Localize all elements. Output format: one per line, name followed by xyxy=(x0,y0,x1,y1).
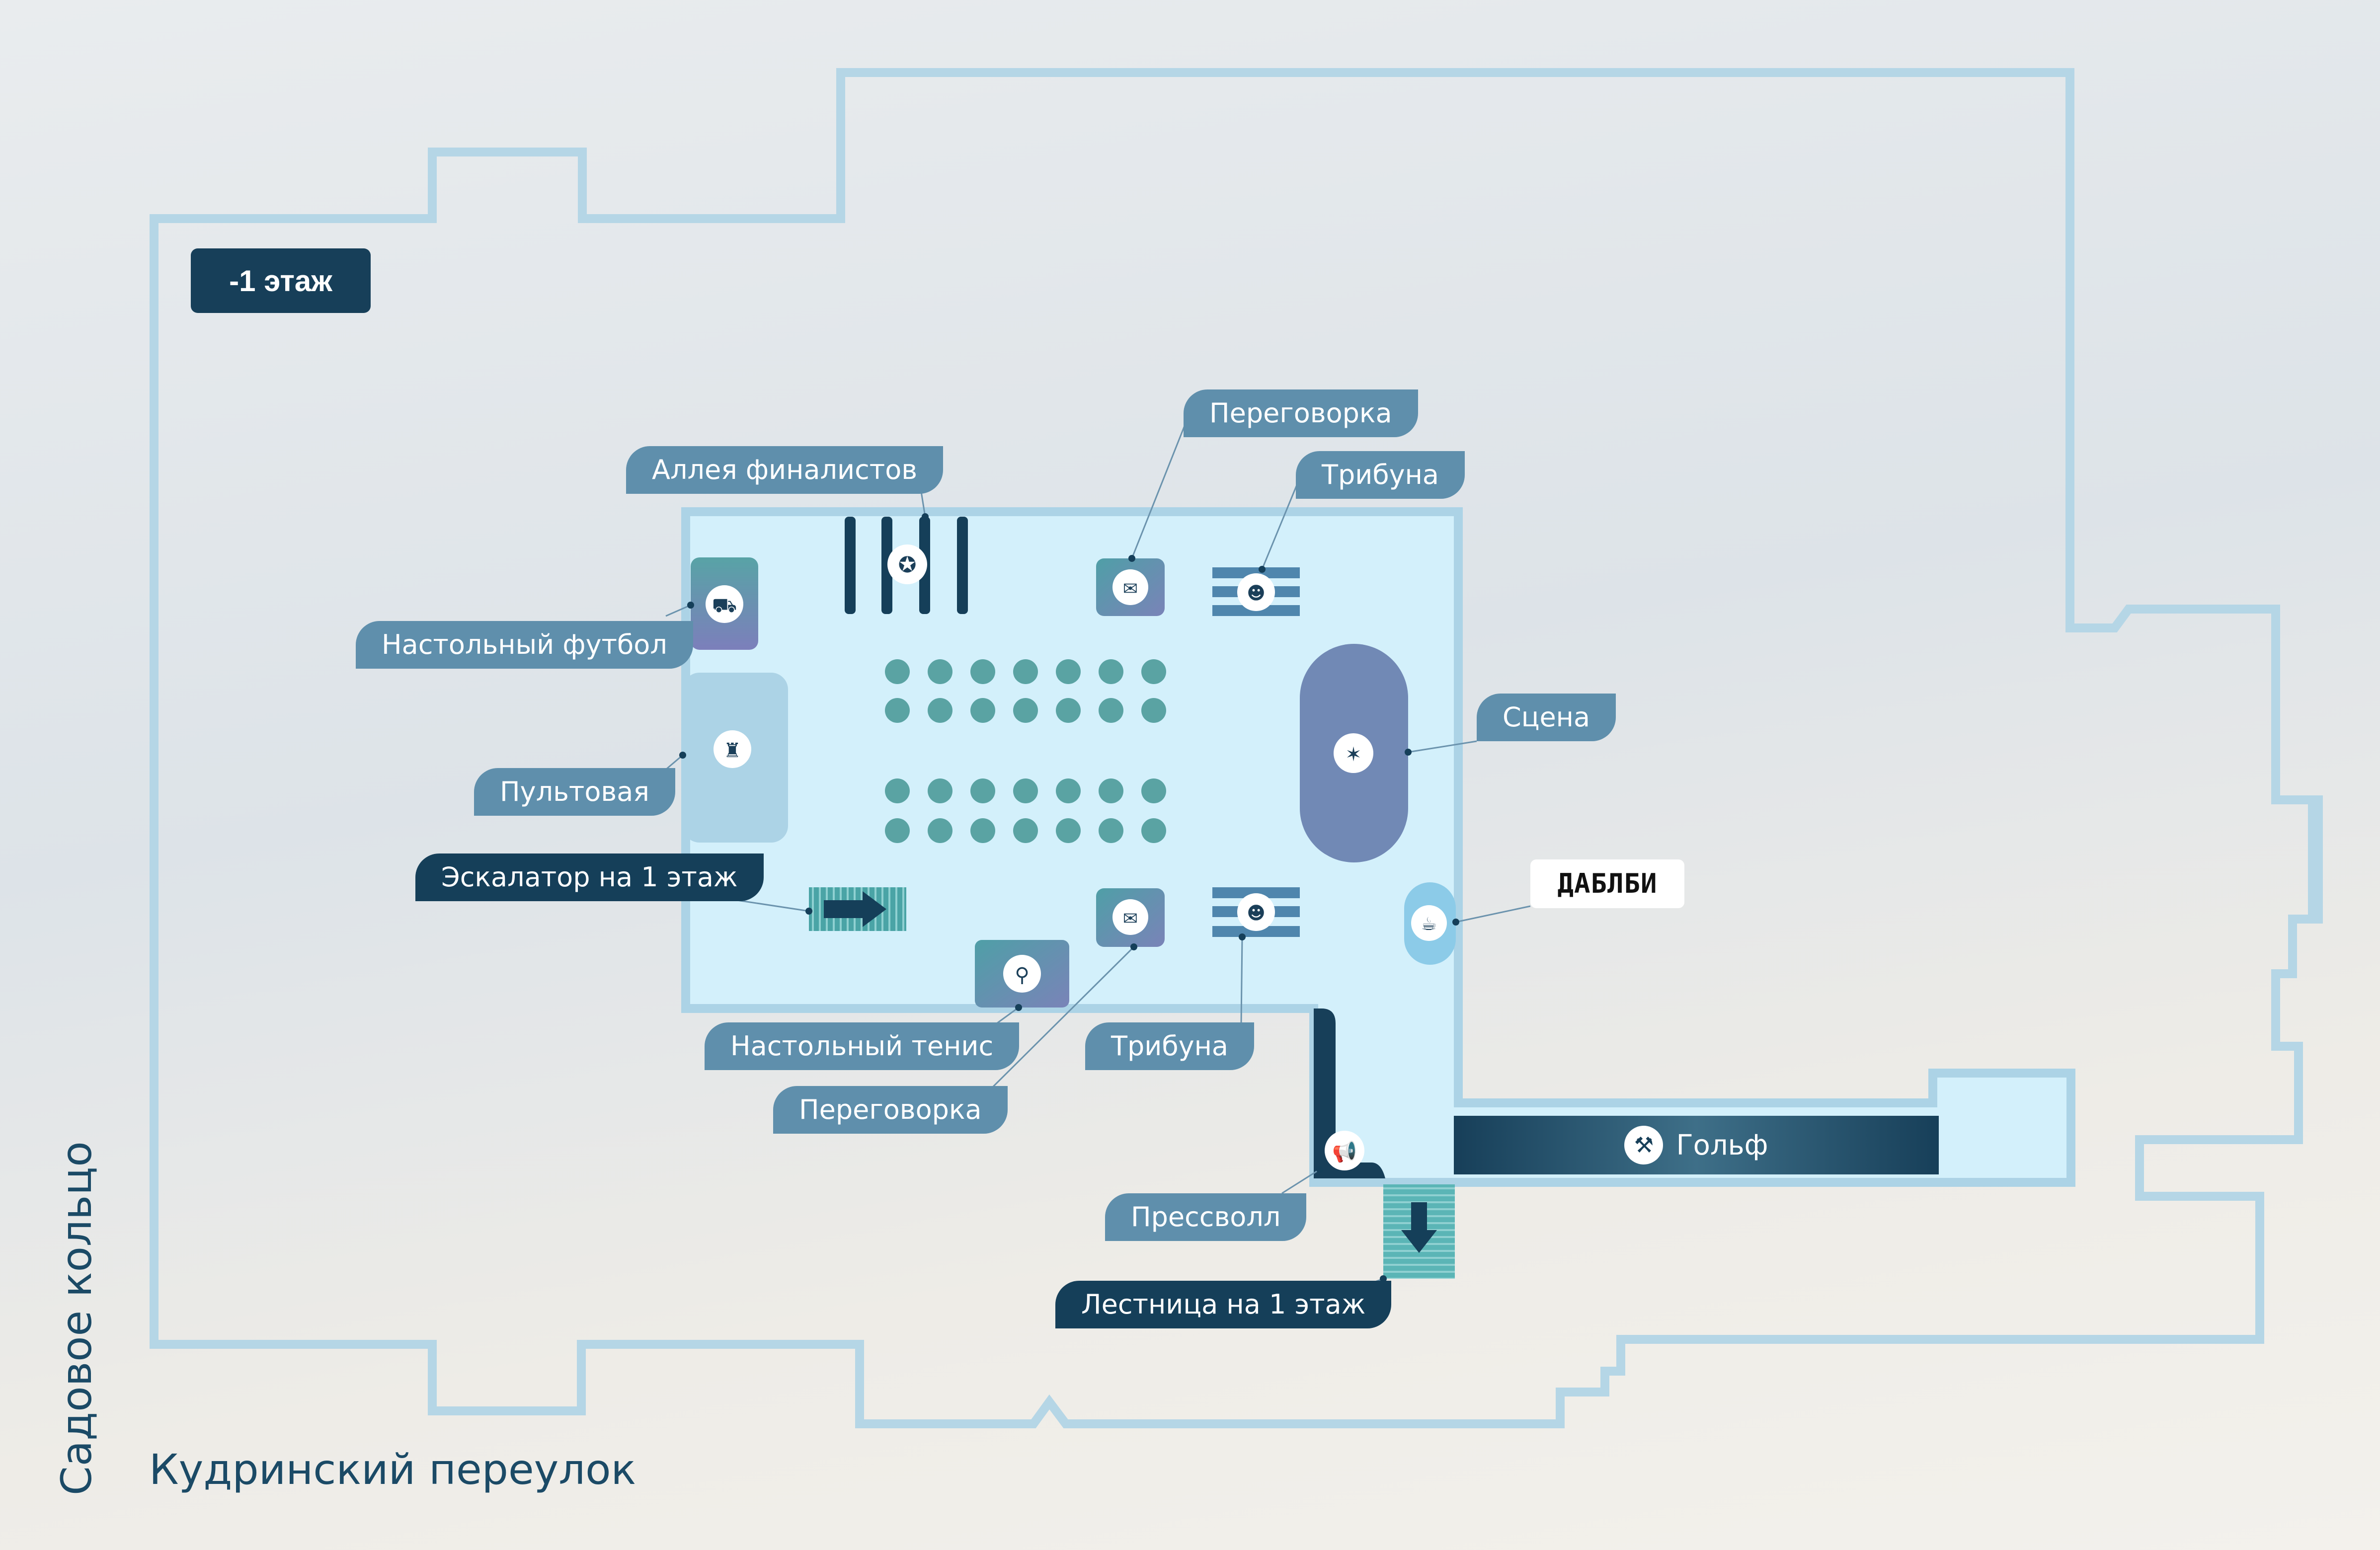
svg-text:✉: ✉ xyxy=(1123,579,1138,599)
street-label-sadovoe: Садовое кольцо xyxy=(52,1141,101,1495)
seat xyxy=(928,778,952,803)
seat xyxy=(970,778,995,803)
svg-text:☻: ☻ xyxy=(1247,583,1266,604)
svg-text:📢: 📢 xyxy=(1332,1140,1357,1163)
svg-text:♜: ♜ xyxy=(723,739,741,762)
seat xyxy=(928,698,952,723)
audience-icon xyxy=(1237,573,1275,611)
svg-text:⛟: ⛟ xyxy=(712,594,737,617)
seat xyxy=(1056,778,1081,803)
label-meeting-room-bottom[interactable]: Переговорка xyxy=(773,1086,1008,1134)
seat xyxy=(1056,659,1081,684)
seat xyxy=(970,818,995,843)
svg-text:☻: ☻ xyxy=(1247,903,1266,924)
label-tribune-bottom[interactable]: Трибуна xyxy=(1085,1022,1255,1070)
megaphone-icon xyxy=(1325,1131,1364,1170)
label-control-room[interactable]: Пультовая xyxy=(474,768,675,816)
svg-text:⚲: ⚲ xyxy=(1015,964,1029,987)
seat xyxy=(1141,778,1166,803)
svg-text:✉: ✉ xyxy=(1123,909,1138,929)
audience-seating xyxy=(885,659,1166,843)
label-dablbi[interactable]: ДАБЛБИ xyxy=(1530,859,1684,908)
coffee-cup-icon xyxy=(1411,905,1447,941)
street-label-kudrinsky: Кудринский переулок xyxy=(149,1445,636,1494)
svg-text:✪: ✪ xyxy=(898,552,917,578)
alley-finalists-stands xyxy=(845,517,968,614)
seat xyxy=(928,659,952,684)
seat xyxy=(1141,818,1166,843)
seat xyxy=(1013,698,1038,723)
label-table-tennis[interactable]: Настольный тенис xyxy=(705,1022,1020,1070)
operator-icon xyxy=(714,730,751,768)
svg-text:✶: ✶ xyxy=(1345,743,1362,766)
seat xyxy=(885,778,910,803)
ping-pong-icon xyxy=(1003,955,1041,993)
seat xyxy=(885,659,910,684)
label-tribune-top[interactable]: Трибуна xyxy=(1296,451,1465,499)
arrow-down-icon xyxy=(1401,1202,1437,1253)
label-stage[interactable]: Сцена xyxy=(1477,694,1616,741)
arrow-right-icon xyxy=(824,891,886,927)
seat xyxy=(885,698,910,723)
leader-dots xyxy=(679,513,1459,1282)
chat-icon xyxy=(1112,899,1148,935)
label-table-football[interactable]: Настольный футбол xyxy=(356,621,693,669)
building-outline xyxy=(150,68,2323,1428)
award-icon xyxy=(887,544,927,584)
label-stairs[interactable]: Лестница на 1 этаж xyxy=(1055,1281,1392,1328)
audience-icon xyxy=(1237,893,1275,931)
svg-text:☕: ☕ xyxy=(1421,914,1437,934)
golf-zone[interactable]: ⚒ Гольф xyxy=(1454,1116,1939,1174)
seat xyxy=(885,818,910,843)
seat xyxy=(1013,659,1038,684)
label-press-wall[interactable]: Прессволл xyxy=(1105,1193,1307,1241)
label-meeting-room-top[interactable]: Переговорка xyxy=(1184,389,1418,437)
seat xyxy=(1013,778,1038,803)
seat xyxy=(1013,818,1038,843)
golf-clubs-icon: ⚒ xyxy=(1624,1126,1664,1164)
seat xyxy=(1099,659,1123,684)
seat xyxy=(970,659,995,684)
car-icon xyxy=(706,585,743,623)
seat xyxy=(1099,818,1123,843)
seat xyxy=(1141,698,1166,723)
seat xyxy=(1099,778,1123,803)
seat xyxy=(1056,818,1081,843)
annex-wall xyxy=(2293,796,2315,919)
chat-icon xyxy=(1112,569,1148,605)
label-escalator[interactable]: Эскалатор на 1 этаж xyxy=(415,853,764,901)
tribune-bottom xyxy=(1212,887,1300,937)
seat xyxy=(928,818,952,843)
leader-lines xyxy=(655,418,1531,1288)
golf-label: Гольф xyxy=(1676,1129,1768,1162)
seat xyxy=(970,698,995,723)
floor-badge: -1 этаж xyxy=(191,248,371,313)
spotlight-icon xyxy=(1334,733,1373,773)
label-alley-finalists[interactable]: Аллея финалистов xyxy=(626,446,944,494)
seat xyxy=(1099,698,1123,723)
seat xyxy=(1141,659,1166,684)
seat xyxy=(1056,698,1081,723)
